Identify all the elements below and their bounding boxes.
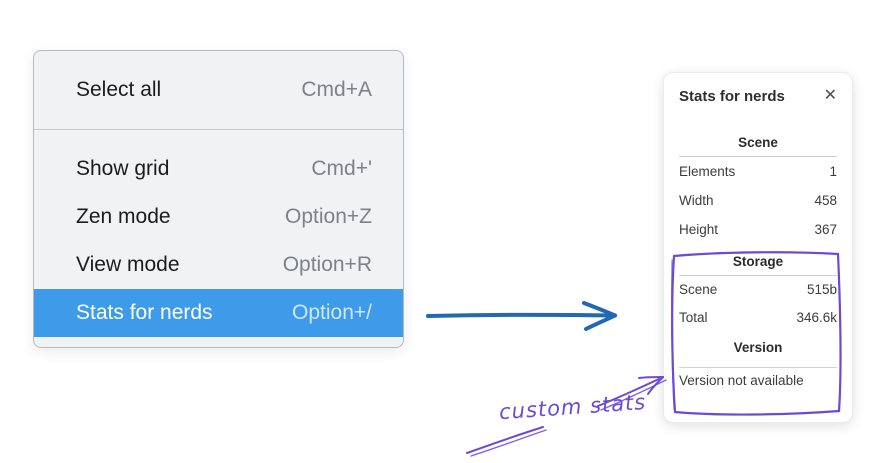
right-arrow-icon bbox=[426, 301, 617, 331]
stat-value: 458 bbox=[814, 193, 837, 208]
stat-value: 367 bbox=[814, 222, 837, 237]
menu-item-view-mode[interactable]: View mode Option+R bbox=[34, 241, 403, 289]
menu-item-select-all[interactable]: Select all Cmd+A bbox=[34, 67, 403, 113]
menu-separator bbox=[34, 129, 403, 130]
annotation-label: custom stats bbox=[498, 389, 647, 425]
stats-panel: Stats for nerds ✕ Scene Elements 1 Width… bbox=[663, 72, 853, 423]
section-header-scene: Scene bbox=[738, 135, 778, 150]
stat-label: Height bbox=[679, 222, 719, 237]
menu-item-label: Select all bbox=[76, 78, 162, 101]
stat-value: 1 bbox=[829, 164, 837, 179]
stat-row-height: Height 367 bbox=[679, 215, 837, 244]
stat-row-elements: Elements 1 bbox=[679, 157, 837, 186]
menu-item-label: Stats for nerds bbox=[76, 301, 213, 324]
section-header-storage: Storage bbox=[732, 254, 784, 269]
menu-item-label: Zen mode bbox=[76, 205, 171, 228]
close-icon[interactable]: ✕ bbox=[823, 87, 837, 104]
stat-label: Scene bbox=[679, 282, 718, 297]
menu-item-stats-for-nerds[interactable]: Stats for nerds Option+/ bbox=[34, 289, 403, 337]
stat-value: 346.6k bbox=[796, 310, 837, 325]
menu-item-show-grid[interactable]: Show grid Cmd+' bbox=[34, 145, 403, 193]
stat-label: Elements bbox=[679, 164, 736, 179]
menu-item-shortcut: Option+Z bbox=[285, 205, 372, 228]
context-menu: Select all Cmd+A Show grid Cmd+' Zen mod… bbox=[33, 50, 404, 348]
menu-item-shortcut: Option+R bbox=[282, 253, 372, 276]
stat-label: Total bbox=[679, 310, 708, 325]
stats-panel-title: Stats for nerds bbox=[679, 87, 785, 105]
stat-label: Width bbox=[679, 193, 714, 208]
menu-item-shortcut: Cmd+A bbox=[301, 78, 372, 101]
stat-row-total-storage: Total 346.6k bbox=[679, 304, 837, 332]
menu-item-label: Show grid bbox=[76, 157, 170, 180]
section-divider bbox=[679, 156, 837, 157]
menu-item-zen-mode[interactable]: Zen mode Option+Z bbox=[34, 193, 403, 241]
stat-row-scene-storage: Scene 515b bbox=[679, 276, 837, 304]
version-note: Version not available bbox=[679, 373, 804, 388]
stat-value: 515b bbox=[806, 282, 837, 297]
menu-item-shortcut: Cmd+' bbox=[311, 157, 372, 180]
stat-row-width: Width 458 bbox=[679, 186, 837, 215]
menu-item-shortcut: Option+/ bbox=[292, 301, 372, 324]
menu-item-label: View mode bbox=[76, 253, 180, 276]
section-header-version: Version bbox=[733, 340, 783, 355]
